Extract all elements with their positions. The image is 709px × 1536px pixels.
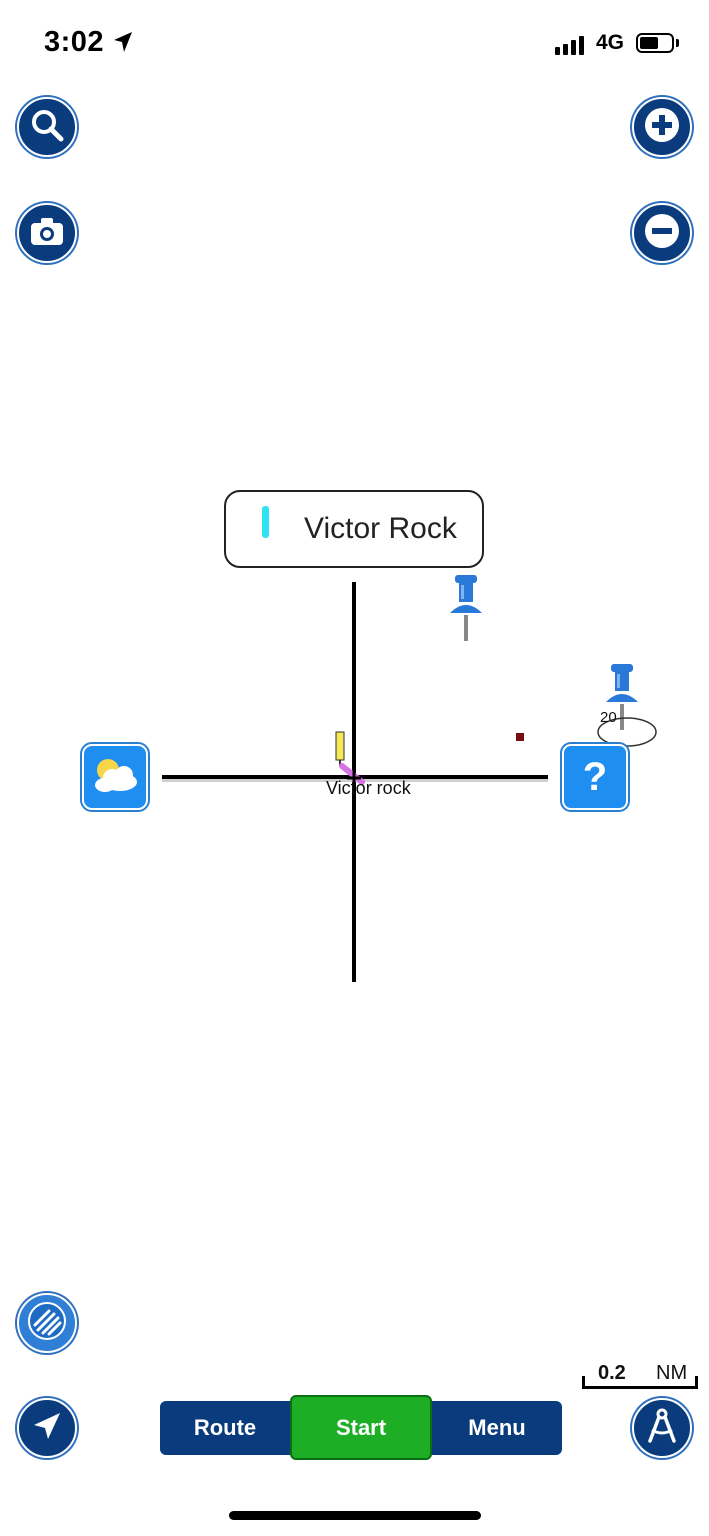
weather-button[interactable] — [82, 744, 148, 810]
scale-value: 0.2 — [598, 1362, 626, 1384]
minus-icon — [644, 213, 680, 254]
navigation-arrow-icon — [31, 1410, 63, 1447]
question-icon: ? — [582, 754, 608, 799]
battery-cap — [676, 39, 679, 47]
camera-button[interactable] — [17, 203, 77, 263]
battery-icon — [636, 33, 674, 53]
help-button[interactable]: ? — [562, 744, 628, 810]
hazard-marker-icon — [516, 733, 524, 741]
rock-symbol-icon — [596, 716, 658, 753]
battery-fill — [640, 37, 658, 49]
layers-icon — [27, 1301, 67, 1346]
scale-unit: NM — [656, 1362, 688, 1384]
zoom-out-button[interactable] — [632, 203, 692, 263]
compass-button[interactable] — [632, 1398, 692, 1458]
menu-button[interactable]: Menu — [468, 1415, 526, 1440]
scale-tick — [582, 1376, 585, 1389]
map-pin-icon[interactable] — [446, 573, 486, 648]
feature-label-card[interactable]: Victor Rock — [224, 490, 484, 568]
compass-icon — [645, 1408, 679, 1449]
search-button[interactable] — [17, 97, 77, 157]
weather-icon — [88, 754, 142, 801]
scale-bar — [582, 1386, 698, 1389]
boat-position-icon — [338, 760, 372, 795]
map-pin-icon[interactable] — [602, 662, 642, 737]
home-indicator[interactable] — [229, 1511, 481, 1520]
depth-sounding: 20 — [600, 709, 617, 726]
signal-strength-icon — [555, 36, 584, 55]
zoom-in-button[interactable] — [632, 97, 692, 157]
camera-icon — [30, 216, 64, 251]
feature-color-bar — [262, 506, 269, 538]
start-button[interactable]: Start — [290, 1395, 432, 1460]
layers-button[interactable] — [17, 1293, 77, 1353]
scale-tick — [695, 1376, 698, 1389]
locate-button[interactable] — [17, 1398, 77, 1458]
status-time: 3:02 — [44, 26, 105, 58]
plus-icon — [644, 107, 680, 148]
route-button[interactable]: Route — [193, 1415, 257, 1440]
feature-label: Victor Rock — [304, 512, 457, 545]
poi-name: Victor rock — [326, 778, 411, 798]
network-type: 4G — [596, 31, 625, 54]
search-icon — [30, 108, 64, 147]
location-arrow-icon — [113, 31, 133, 58]
